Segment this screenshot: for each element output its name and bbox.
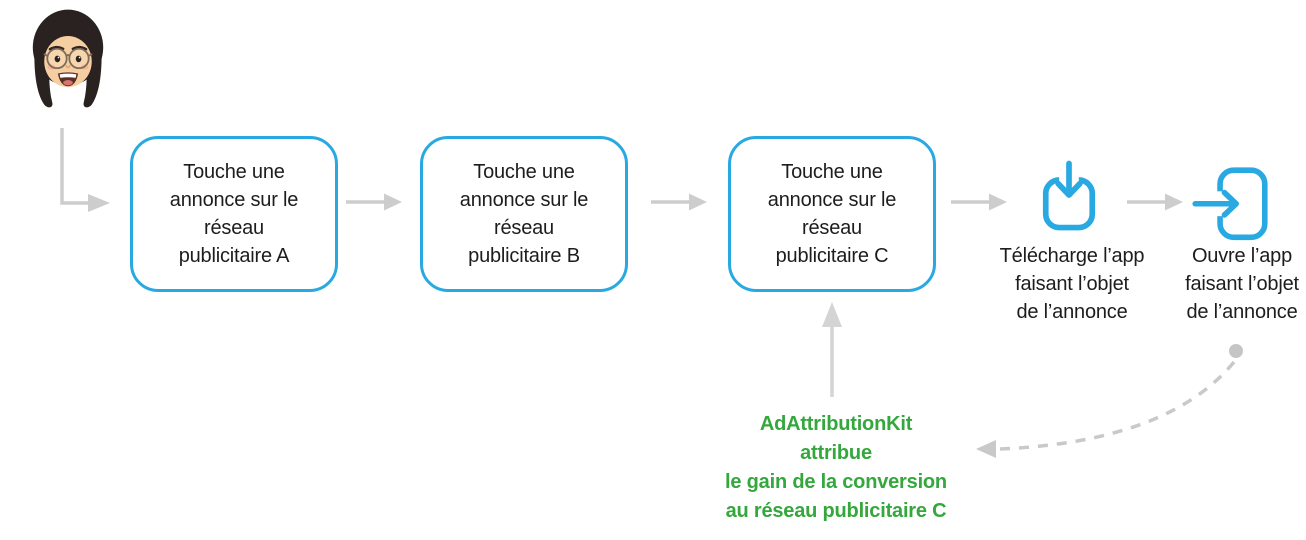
open-step-label: Ouvre l’app faisant l’objet de l’annonce — [1185, 245, 1299, 323]
download-step-label: Télécharge l’app faisant l’objet de l’an… — [999, 245, 1145, 323]
ad-network-c-box: Touche une annonce sur le réseau publici… — [728, 136, 936, 292]
ad-network-a-box: Touche une annonce sur le réseau publici… — [130, 136, 338, 292]
flow-arrow-download-to-open — [1127, 193, 1183, 211]
arrow-into-rect-icon — [1192, 167, 1268, 241]
user-memoji-avatar — [32, 9, 104, 108]
flow-arrow-b-to-c — [651, 193, 707, 211]
square-arrow-down-icon — [1042, 160, 1096, 231]
attribution-up-arrow — [822, 302, 842, 397]
flow-arrow-a-to-b — [346, 193, 402, 211]
ad-network-b-box: Touche une annonce sur le réseau publici… — [420, 136, 628, 292]
attribution-dashed-arrow — [976, 344, 1243, 458]
flow-arrow-c-to-download — [951, 193, 1007, 211]
avatar-to-flow-arrow — [60, 128, 110, 212]
adattributionkit-annotation: AdAttributionKit attribue le gain de la … — [725, 413, 947, 522]
